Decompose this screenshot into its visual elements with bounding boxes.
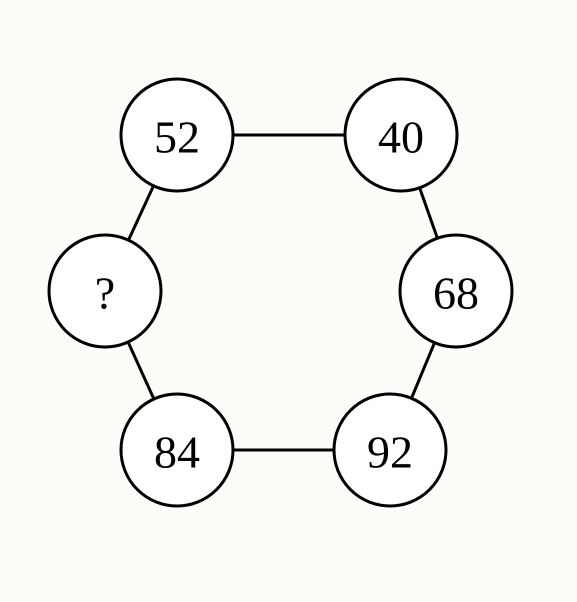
- node-circle-bottom-left: [119, 392, 235, 508]
- node-right: 68: [398, 233, 514, 349]
- node-left: ?: [47, 233, 163, 349]
- node-bottom-right: 92: [332, 392, 448, 508]
- number-nodes: 52 40 68 92 84?: [47, 77, 514, 508]
- node-circle-left: [47, 233, 163, 349]
- node-value-label: 68: [433, 268, 479, 319]
- node-value-label: 84: [154, 427, 200, 478]
- node-value-label: 40: [378, 112, 424, 163]
- node-value-label: 52: [154, 112, 200, 163]
- node-circle-right: [398, 233, 514, 349]
- node-circle-top-left: [119, 77, 235, 193]
- node-circle-bottom-right: [332, 392, 448, 508]
- node-top-right: 40: [343, 77, 459, 193]
- node-bottom-left: 84: [119, 392, 235, 508]
- node-value-label: 92: [367, 427, 413, 478]
- node-top-left: 52: [119, 77, 235, 193]
- node-circle-top-right: [343, 77, 459, 193]
- missing-number-label: ?: [95, 268, 115, 319]
